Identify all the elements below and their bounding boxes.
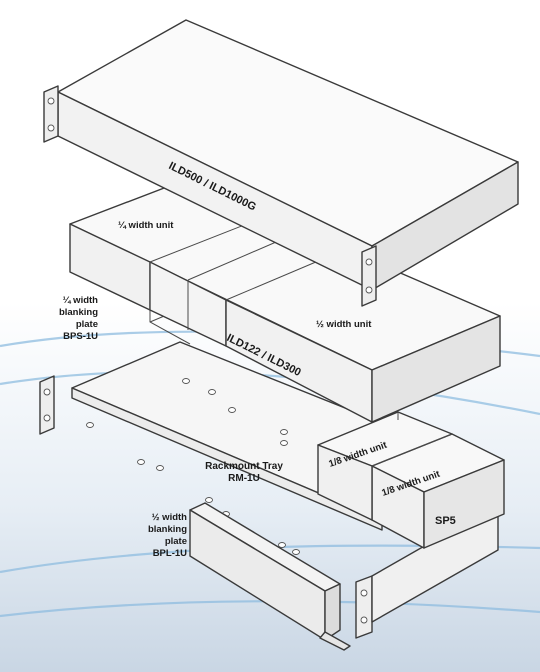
label-tray-line2: RM-1U: [228, 473, 260, 484]
top-unit-ild500: [43, 19, 519, 307]
label-bpl-line3: plate: [165, 536, 187, 547]
label-half-width-unit: ½ width unit: [316, 319, 372, 330]
label-bps-line4: BPS-1U: [63, 331, 98, 342]
label-bpl-line1: ½ width: [152, 512, 188, 523]
label-bps: ¼ width blanking plate BPS-1U: [59, 295, 98, 342]
label-bpl-line4: BPL-1U: [153, 548, 187, 559]
middle-layer-units: [69, 179, 501, 423]
label-sp5: SP5: [435, 515, 456, 527]
label-rackmount-tray: Rackmount Tray RM-1U: [205, 461, 283, 484]
label-bps-line3: plate: [76, 319, 98, 330]
label-tray-line1: Rackmount Tray: [205, 461, 283, 472]
label-quarter-width-unit: ¼ width unit: [118, 220, 174, 231]
half-blanking-plate-bpl: [189, 502, 351, 651]
label-bpl-line2: blanking: [148, 524, 187, 535]
label-bpl: ½ width blanking plate BPL-1U: [148, 512, 187, 559]
label-bps-line1: ¼ width: [63, 295, 99, 306]
eighth-width-units: [317, 411, 505, 549]
label-bps-line2: blanking: [59, 307, 98, 318]
